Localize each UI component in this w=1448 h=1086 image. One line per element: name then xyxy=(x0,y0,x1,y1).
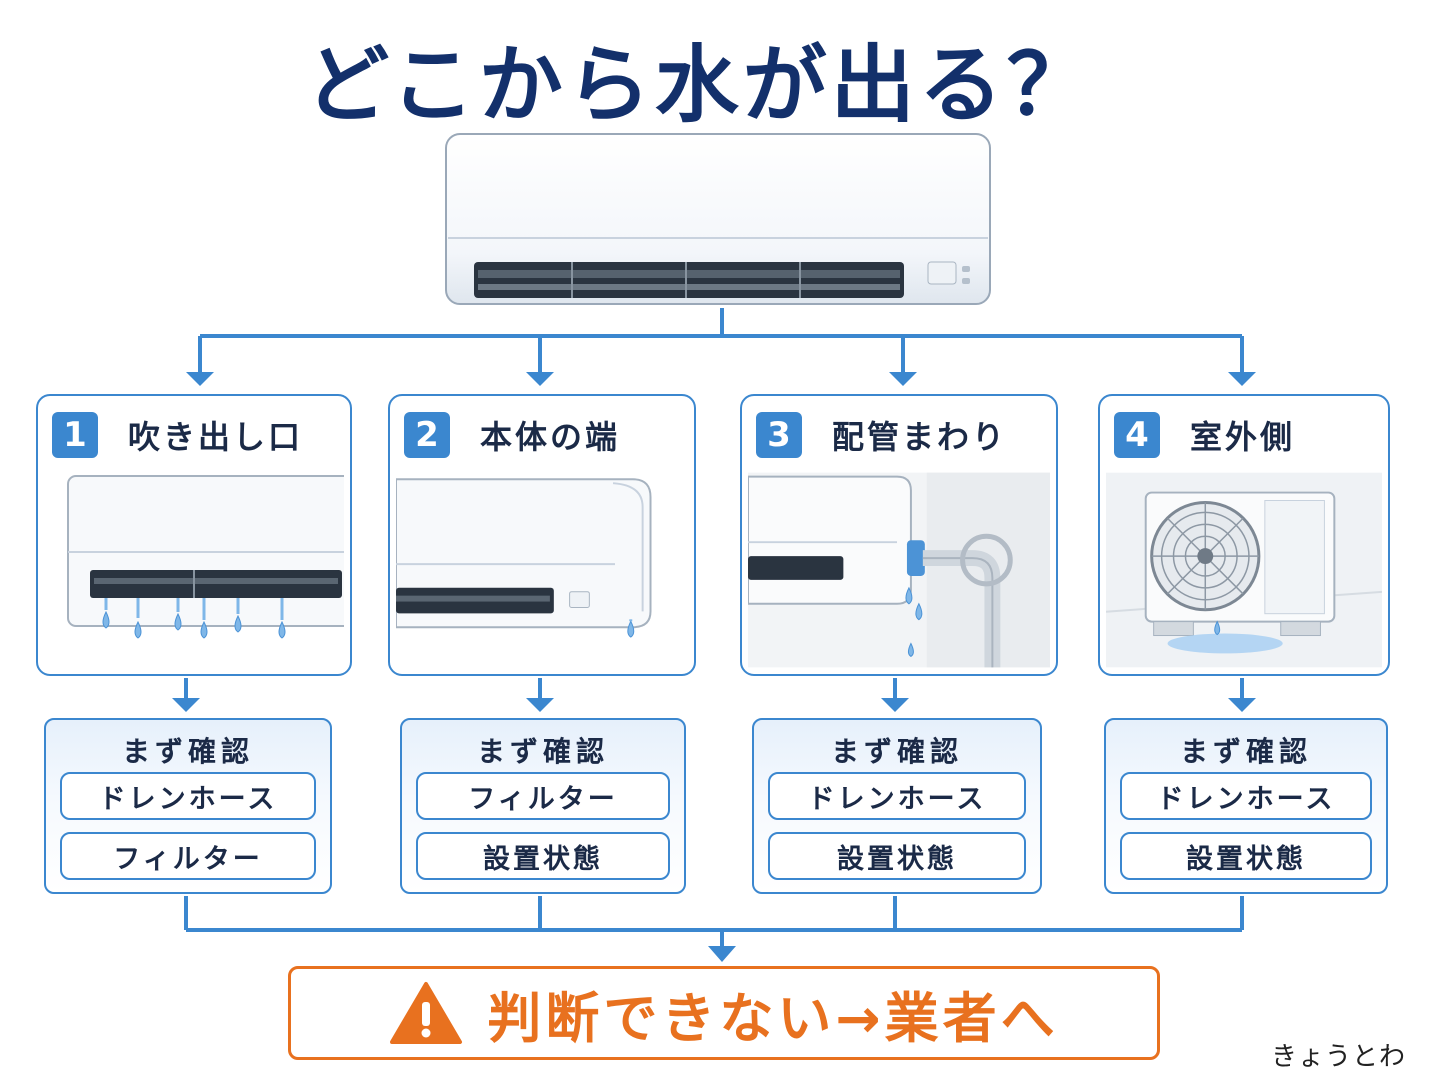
author-signature: きょうとわ xyxy=(1270,1042,1406,1072)
check-box-4: まず確認 ドレンホース 設置状態 xyxy=(1104,718,1388,894)
card-header: 1 吹き出し口 xyxy=(52,412,303,458)
number-badge: 4 xyxy=(1114,412,1160,458)
warning-icon xyxy=(390,982,463,1044)
check-item: フィルター xyxy=(60,832,316,880)
card-header: 2 本体の端 xyxy=(404,412,620,458)
category-card-3: 3 配管まわり xyxy=(740,394,1058,676)
check-item: ドレンホース xyxy=(768,772,1026,820)
check-item: ドレンホース xyxy=(1120,772,1372,820)
check-title: まず確認 xyxy=(121,735,254,768)
card-header: 4 室外側 xyxy=(1114,412,1295,458)
category-card-1: 1 吹き出し口 xyxy=(36,394,352,676)
water-drop-icon xyxy=(396,478,652,638)
check-box-1: まず確認 ドレンホース フィルター xyxy=(44,718,332,894)
vent-leak-illustration xyxy=(44,472,344,668)
category-card-4: 4 室外側 xyxy=(1098,394,1390,676)
number-badge: 3 xyxy=(756,412,802,458)
check-item: 設置状態 xyxy=(1120,832,1372,880)
water-drop-icon xyxy=(67,475,344,639)
side-leak-illustration xyxy=(396,472,688,668)
outdoor-unit-icon xyxy=(1106,472,1382,668)
card-title: 吹き出し口 xyxy=(128,418,304,456)
card-title: 配管まわり xyxy=(832,418,1008,456)
number-badge: 2 xyxy=(404,412,450,458)
card-title: 室外側 xyxy=(1190,418,1296,456)
check-box-2: まず確認 フィルター 設置状態 xyxy=(400,718,686,894)
check-item: ドレンホース xyxy=(60,772,316,820)
category-card-2: 2 本体の端 xyxy=(388,394,696,676)
check-item: フィルター xyxy=(416,772,670,820)
air-conditioner-icon xyxy=(445,133,991,305)
conclusion-box: 判断できない→業者へ xyxy=(288,966,1160,1060)
card-header: 3 配管まわり xyxy=(756,412,1007,458)
check-item: 設置状態 xyxy=(768,832,1026,880)
pipe-leak-illustration xyxy=(748,472,1050,668)
card-title: 本体の端 xyxy=(480,418,621,456)
conclusion-text: 判断できない→業者へ xyxy=(487,986,1059,1050)
pipe-icon xyxy=(748,472,1050,668)
outdoor-leak-illustration xyxy=(1106,472,1382,668)
check-item: 設置状態 xyxy=(416,832,670,880)
number-badge: 1 xyxy=(52,412,98,458)
page-title: どこから水が出る？ xyxy=(305,36,1095,134)
check-title: まず確認 xyxy=(830,735,963,768)
check-box-3: まず確認 ドレンホース 設置状態 xyxy=(752,718,1042,894)
check-title: まず確認 xyxy=(476,735,609,768)
check-title: まず確認 xyxy=(1179,735,1312,768)
